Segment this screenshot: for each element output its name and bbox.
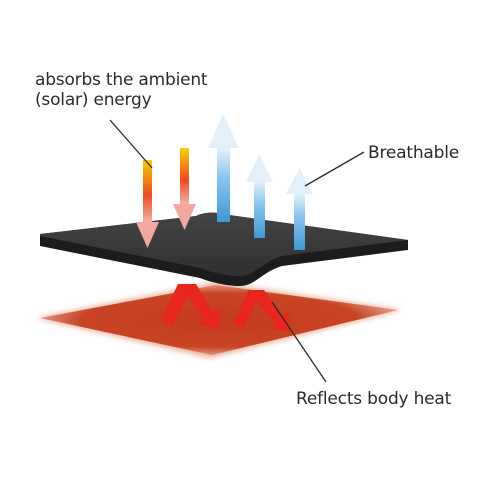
reflects-label: Reflects body heat bbox=[296, 389, 452, 409]
leader-lines bbox=[109, 119, 365, 383]
solar-energy-arrow bbox=[136, 160, 159, 248]
solar-energy-arrow bbox=[173, 148, 196, 230]
breathable-leader-line bbox=[304, 151, 365, 187]
reflected-heat-arrows bbox=[161, 284, 290, 332]
body-heat-layer bbox=[36, 282, 402, 358]
reflects-leader-line bbox=[271, 301, 327, 383]
reflected-heat-arrow bbox=[234, 290, 290, 332]
breathable-arrow bbox=[286, 168, 313, 250]
breathable-arrow bbox=[246, 154, 273, 238]
breathable-label: Breathable bbox=[368, 143, 459, 163]
solar-energy-arrows bbox=[136, 148, 196, 248]
fabric-layer bbox=[40, 212, 408, 286]
breathable-arrow bbox=[208, 114, 239, 222]
breathable-arrows bbox=[208, 114, 313, 250]
absorbs-leader-line bbox=[109, 119, 153, 169]
absorbs-label-line1: absorbs the ambient bbox=[35, 70, 208, 90]
absorbs-label: absorbs the ambient (solar) energy bbox=[35, 70, 208, 110]
absorbs-label-line2: (solar) energy bbox=[35, 90, 152, 110]
reflected-heat-arrow bbox=[161, 284, 219, 330]
